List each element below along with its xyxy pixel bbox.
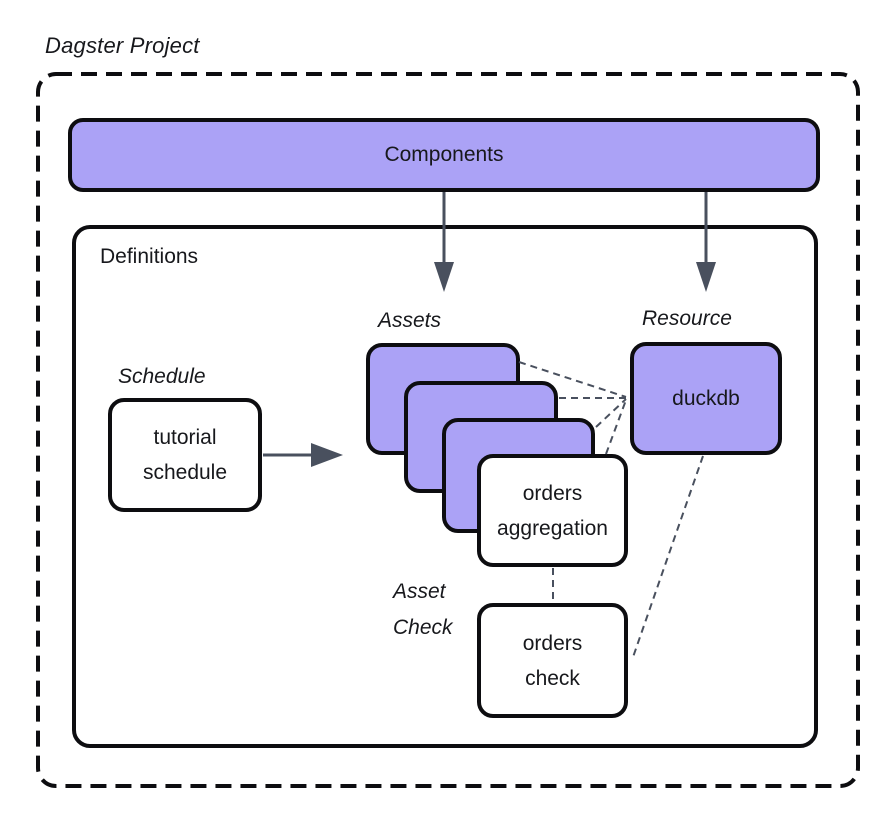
assets-label: Assets [378,309,442,332]
asset-check-label: Asset Check [393,580,453,639]
tutorial-schedule-line1: tutorial [153,426,217,449]
orders-check-node: orders check [477,603,628,718]
tutorial-schedule-node: tutorial schedule [108,398,262,512]
definitions-label: Definitions [100,245,199,268]
orders-aggregation-node: orders aggregation [477,454,628,567]
orders-aggregation-line2: aggregation [497,516,608,540]
resource-label: Resource [642,307,732,330]
diagram-title: Dagster Project [45,33,200,58]
tutorial-schedule-line2: schedule [142,461,228,484]
schedule-label: Schedule [118,365,206,388]
components-label: Components [384,143,504,166]
duckdb-label: duckdb [672,387,740,410]
orders-check-line1: orders [522,631,583,655]
orders-check-line2: check [525,666,580,690]
duckdb-node: duckdb [630,342,782,455]
orders-aggregation-line1: orders [522,481,583,505]
components-bar: Components [68,118,820,192]
